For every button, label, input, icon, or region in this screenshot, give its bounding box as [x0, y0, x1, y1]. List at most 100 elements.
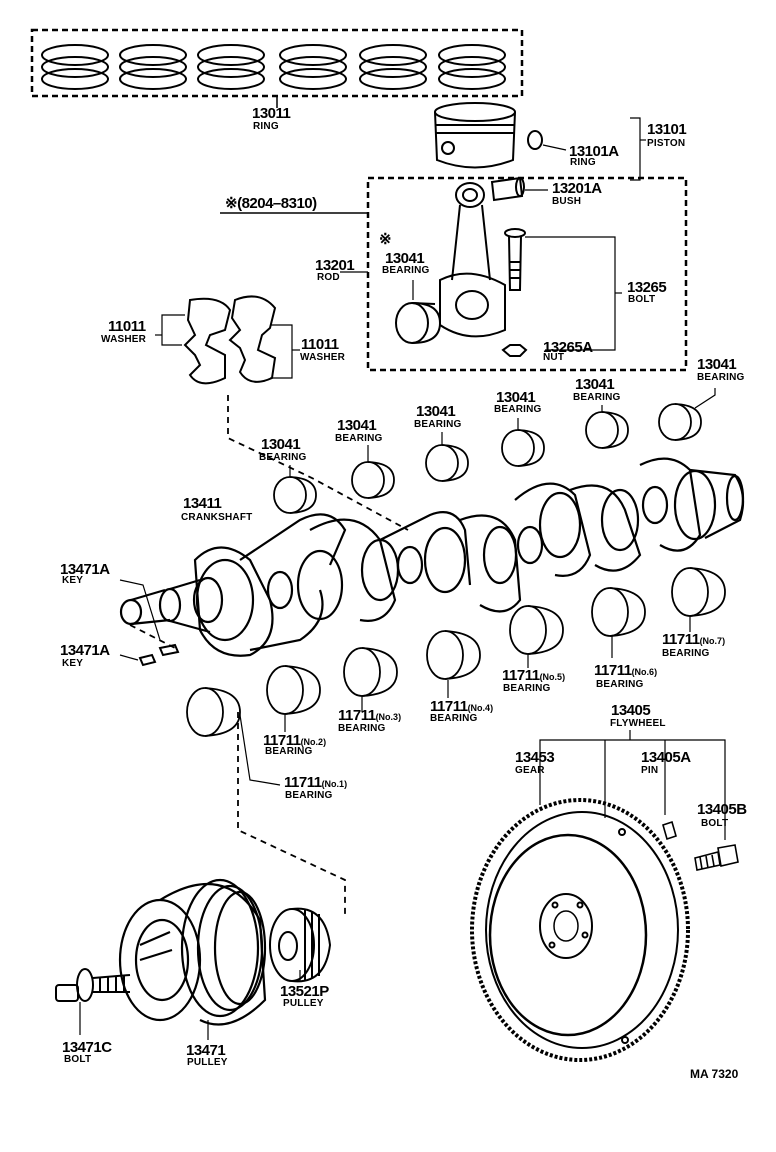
label-bearing-no2-name: BEARING	[265, 746, 313, 757]
label-flywheel-bolt-number: 13405B	[697, 801, 747, 818]
label-rod-bearing-name: BEARING	[382, 265, 430, 276]
label-key-upper-name: KEY	[62, 575, 84, 586]
label-rod-bearing-mark: ※	[379, 231, 392, 248]
flywheel	[472, 730, 725, 1060]
crank-pulley-bolt	[56, 969, 130, 1035]
connecting-rod-group	[220, 178, 686, 370]
label-gear-number: 13453	[515, 749, 555, 766]
label-bearing-no4-sub: (No.4)	[467, 703, 494, 713]
guide-lines	[130, 395, 408, 915]
main-bearings	[187, 568, 725, 785]
label-bearing-e-name: BEARING	[573, 392, 621, 403]
label-bearing-no1-sub: (No.1)	[321, 779, 348, 789]
label-washer-right-name: WASHER	[300, 352, 346, 363]
ring-6	[439, 45, 505, 89]
upper-bearings	[274, 388, 715, 513]
label-crank-bolt-number: 13471C	[62, 1039, 112, 1056]
label-bearing-no1-number: 11711	[284, 774, 322, 791]
label-bearing-f-number: 13041	[697, 356, 737, 373]
label-bearing-f-name: BEARING	[697, 372, 745, 383]
label-bearing-no5-name: BEARING	[503, 683, 551, 694]
ring-1	[42, 45, 108, 89]
label-bush-name: BUSH	[552, 196, 582, 207]
thrust-washers	[155, 296, 300, 383]
label-piston-ring-number: 13101A	[569, 143, 619, 160]
label-bearing-no6-name: BEARING	[596, 679, 644, 690]
label-bearing-a-name: BEARING	[259, 452, 307, 463]
label-bearing-no4-number: 11711	[430, 698, 468, 715]
label-crank-bolt-name: BOLT	[64, 1054, 92, 1065]
label-bearing-no1-name: BEARING	[285, 790, 333, 801]
label-nut-number: 13265A	[543, 339, 593, 356]
flywheel-pin	[663, 822, 676, 839]
ring-4	[280, 45, 346, 89]
label-pin-number: 13405A	[641, 749, 691, 766]
piston-ring-13101a	[528, 131, 542, 149]
label-bearing-a-number: 13041	[261, 436, 301, 453]
label-bearing-no7-name: BEARING	[662, 648, 710, 659]
label-crank-pulley-number: 13471	[186, 1042, 226, 1059]
rod-bolt	[505, 229, 525, 290]
label-bearing-no3-number: 11711	[338, 707, 376, 724]
label-ring-13011-number: 13011	[252, 105, 291, 122]
label-bearing-e-number: 13041	[575, 376, 615, 393]
label-bearing-no6: 11711(No.6)	[594, 663, 657, 679]
label-rod-number: 13201	[315, 257, 355, 274]
label-key-lower-name: KEY	[62, 658, 84, 669]
label-bush-number: 13201A	[552, 180, 602, 197]
label-flywheel-number: 13405	[611, 702, 651, 719]
label-rod-name: ROD	[317, 272, 340, 283]
label-bearing-no2-sub: (No.2)	[300, 737, 327, 747]
label-crankshaft-number: 13411	[183, 495, 222, 512]
label-flywheel-bolt-name: BOLT	[701, 818, 729, 829]
ring-5	[360, 45, 426, 89]
label-bearing-b-number: 13041	[337, 417, 377, 434]
label-key-lower-number: 13471A	[60, 642, 110, 659]
label-bearing-no2: 11711(No.2)	[263, 733, 326, 749]
label-key-upper-number: 13471A	[60, 561, 110, 578]
label-rod-bearing-number: 13041	[385, 250, 425, 267]
label-bearing-no2-number: 11711	[263, 732, 301, 749]
label-bearing-no4-name: BEARING	[430, 713, 478, 724]
keys	[120, 580, 178, 665]
crank-pulley	[120, 880, 265, 1025]
timing-pulley	[270, 909, 330, 982]
label-ring-13011-name: RING	[253, 121, 279, 132]
label-crank-pulley-name: PULLEY	[187, 1057, 228, 1068]
label-bearing-no7: 11711(No.7)	[662, 632, 725, 648]
ring-3	[198, 45, 264, 89]
label-rod-bolt-number: 13265	[627, 279, 667, 296]
label-bearing-no5: 11711(No.5)	[502, 668, 565, 684]
label-flywheel-name: FLYWHEEL	[610, 718, 666, 729]
label-crankshaft-name: CRANKSHAFT	[181, 512, 253, 523]
flywheel-bolt	[695, 845, 738, 870]
label-bearing-no7-sub: (No.7)	[699, 636, 726, 646]
label-rod-bolt-name: BOLT	[628, 294, 656, 305]
label-bearing-c-number: 13041	[416, 403, 456, 420]
label-bearing-c-name: BEARING	[414, 419, 462, 430]
label-washer-left-name: WASHER	[101, 334, 147, 345]
label-timing-pulley-number: 13521P	[280, 983, 329, 1000]
label-bearing-no6-sub: (No.6)	[631, 667, 658, 677]
label-pin-name: PIN	[641, 765, 659, 776]
label-bearing-d-name: BEARING	[494, 404, 542, 415]
label-bearing-no4: 11711(No.4)	[430, 699, 493, 715]
rod-bearing	[396, 303, 440, 343]
crankshaft	[121, 459, 743, 656]
rod-nut	[503, 345, 526, 356]
label-timing-pulley-name: PULLEY	[283, 998, 324, 1009]
label-bearing-no5-sub: (No.5)	[539, 672, 566, 682]
date-note: ※(8204–8310)	[225, 195, 317, 212]
label-washer-right-number: 11011	[301, 336, 339, 353]
label-piston-ring-name: RING	[570, 157, 596, 168]
ring-2	[120, 45, 186, 89]
label-bearing-no5-number: 11711	[502, 667, 540, 684]
label-piston-name: PISTON	[647, 138, 686, 149]
label-bearing-no6-number: 11711	[594, 662, 632, 679]
label-bearing-no3: 11711(No.3)	[338, 708, 401, 724]
label-gear-name: GEAR	[515, 765, 545, 776]
label-nut-name: NUT	[543, 352, 565, 363]
label-washer-left-number: 11011	[108, 318, 146, 335]
